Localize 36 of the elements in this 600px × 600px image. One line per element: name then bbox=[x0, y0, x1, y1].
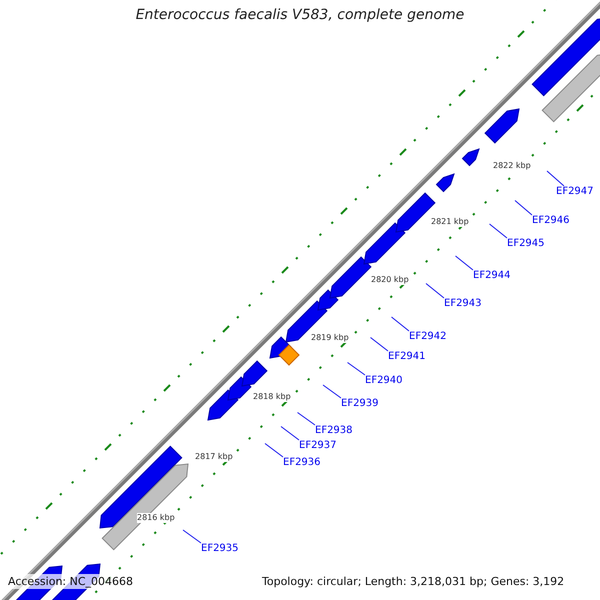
gene-label: EF2936 bbox=[283, 456, 321, 469]
leader-line bbox=[264, 443, 284, 458]
position-label: 2818 kbp bbox=[253, 392, 291, 402]
gene-label: EF2942 bbox=[409, 330, 447, 343]
position-label: 2821 kbp bbox=[431, 217, 469, 227]
leader-line bbox=[426, 283, 444, 298]
leader-line bbox=[546, 170, 564, 186]
title: Enterococcus faecalis V583, complete genome bbox=[134, 7, 466, 23]
gene-label: EF2947 bbox=[556, 185, 594, 198]
leader-line bbox=[455, 256, 474, 270]
position-label: 2822 kbp bbox=[493, 161, 531, 171]
leader-line bbox=[297, 412, 316, 426]
leader-line bbox=[489, 224, 508, 238]
gene-label: EF2937 bbox=[299, 439, 337, 452]
gene-label: EF2946 bbox=[532, 214, 570, 227]
leader-line bbox=[514, 200, 532, 216]
leader-line bbox=[347, 362, 366, 376]
gene-label: EF2938 bbox=[315, 424, 353, 437]
genome-info-text: Topology: circular; Length: 3,218,031 bp; Genes: 3,192 bbox=[262, 574, 564, 589]
position-label: 2819 kbp bbox=[311, 333, 349, 343]
gene-label: EF2935 bbox=[201, 542, 239, 555]
leader-line bbox=[370, 337, 388, 352]
gene-label: EF2940 bbox=[365, 374, 403, 387]
leader-line bbox=[280, 426, 300, 440]
gene-label: EF2943 bbox=[444, 297, 482, 310]
leader-line bbox=[391, 316, 410, 332]
accession-text: Accession: NC_004668 bbox=[8, 574, 134, 589]
position-label: 2820 kbp bbox=[371, 275, 409, 285]
leader-line bbox=[322, 384, 342, 398]
gene-label: EF2941 bbox=[388, 350, 426, 363]
leader-line bbox=[182, 530, 202, 544]
position-label: 2816 kbp bbox=[137, 513, 175, 523]
gene-label: EF2945 bbox=[507, 237, 545, 250]
gene-label: EF2939 bbox=[341, 397, 379, 410]
position-label: 2817 kbp bbox=[195, 452, 233, 462]
gene-label: EF2944 bbox=[473, 269, 511, 282]
